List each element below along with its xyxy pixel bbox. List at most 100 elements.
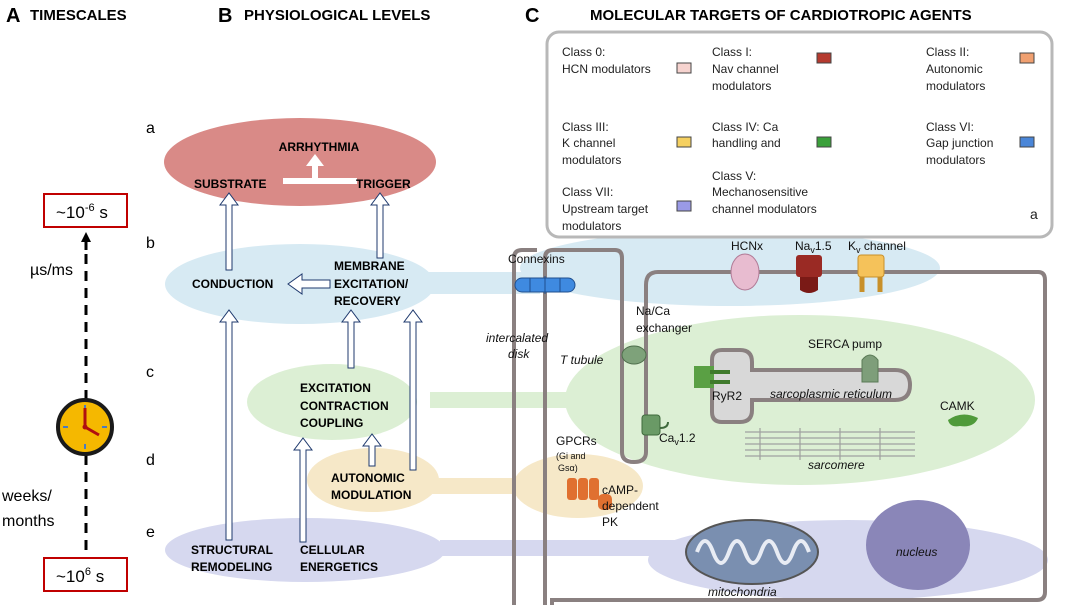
row-letters: a b c d e bbox=[146, 120, 155, 541]
naca-label-2: exchanger bbox=[636, 321, 692, 335]
kv-channel-icon bbox=[857, 254, 885, 292]
serca-label: SERCA pump bbox=[808, 337, 882, 351]
svg-text:Upstream target: Upstream target bbox=[562, 202, 649, 216]
t-tubule-membrane bbox=[550, 270, 1047, 605]
svg-text:Class I:: Class I: bbox=[712, 45, 752, 59]
sarcomere-label: sarcomere bbox=[808, 458, 865, 472]
svg-text:Class V:: Class V: bbox=[712, 169, 756, 183]
legend-swatch-0 bbox=[676, 62, 692, 74]
timescale-top-box bbox=[43, 193, 128, 228]
legend-class-1: Class I: Nav channel modulators bbox=[712, 45, 832, 93]
legend-class-0: Class 0: HCN modulators bbox=[562, 45, 692, 76]
panel-a-letter: A bbox=[6, 5, 20, 27]
left-cell-membrane bbox=[512, 248, 523, 605]
timescale-slow-label-2: months bbox=[2, 513, 54, 530]
legend-classes: Class 0: HCN modulators Class I: Nav cha… bbox=[562, 45, 1038, 233]
svg-text:modulators: modulators bbox=[562, 219, 621, 233]
clock-icon bbox=[56, 398, 114, 456]
structural-ellipse bbox=[165, 518, 445, 582]
panel-a-title: TIMESCALES bbox=[30, 7, 127, 24]
timescale-slow-label-1: weeks/ bbox=[1, 488, 52, 505]
structural-label-2: REMODELING bbox=[191, 560, 272, 574]
svg-text:modulators: modulators bbox=[712, 79, 771, 93]
svg-text:Class III:: Class III: bbox=[562, 120, 609, 134]
sarcomere-icon bbox=[745, 428, 915, 460]
arrow-membrane-to-conduction bbox=[287, 273, 331, 295]
legend-corner-letter: a bbox=[1030, 206, 1038, 222]
svg-text:Class 0:: Class 0: bbox=[562, 45, 605, 59]
svg-text:Autonomic: Autonomic bbox=[926, 62, 983, 76]
ryr2-icon bbox=[694, 366, 730, 388]
legend-swatch-7 bbox=[676, 200, 692, 212]
gpcr-label-1: GPCRs bbox=[556, 434, 597, 448]
legend-swatch-4 bbox=[816, 136, 832, 148]
svg-text:Class VI:: Class VI: bbox=[926, 120, 974, 134]
nav-channel-icon bbox=[796, 255, 822, 293]
panel-c-header: C MOLECULAR TARGETS OF CARDIOTROPIC AGEN… bbox=[525, 5, 972, 27]
legend-swatch-6 bbox=[1019, 136, 1035, 148]
timescale-bottom-box bbox=[43, 557, 128, 592]
arrow-energ-to-ecc bbox=[293, 437, 313, 543]
band-d bbox=[420, 478, 530, 494]
legend-class-7: Class VII: Upstream target modulators bbox=[562, 185, 692, 233]
arrow-struct-to-conduction bbox=[219, 309, 239, 541]
legend-swatch-1 bbox=[816, 52, 832, 64]
ncx-exchanger-icon bbox=[621, 345, 647, 365]
timescale-bottom-label: ~106 s bbox=[56, 566, 104, 586]
membrane-label-1: MEMBRANE bbox=[334, 259, 405, 273]
t-arrow bbox=[283, 154, 357, 184]
panel-b-title: PHYSIOLOGICAL LEVELS bbox=[244, 7, 430, 24]
trigger-label: TRIGGER bbox=[356, 177, 411, 191]
legend-swatch-3 bbox=[676, 136, 692, 148]
cell-labels: Connexins HCNx Nav1.5 Kv channel Na/Ca e… bbox=[486, 239, 975, 599]
arrhythmia-label: ARRHYTHMIA bbox=[279, 140, 360, 154]
svg-text:modulators: modulators bbox=[562, 153, 621, 167]
svg-text:Nav channel: Nav channel bbox=[712, 62, 779, 76]
energetics-label-2: ENERGETICS bbox=[300, 560, 378, 574]
substrate-label: SUBSTRATE bbox=[194, 177, 266, 191]
cav-channel-icon bbox=[641, 414, 669, 436]
row-letter-e: e bbox=[146, 524, 155, 541]
panel-b-header: B PHYSIOLOGICAL LEVELS bbox=[218, 5, 430, 27]
ryr2-label: RyR2 bbox=[712, 389, 742, 403]
ecc-label-3: COUPLING bbox=[300, 416, 363, 430]
svg-text:channel modulators: channel modulators bbox=[712, 202, 817, 216]
energetics-label-1: CELLULAR bbox=[300, 543, 365, 557]
hcnx-label: HCNx bbox=[731, 239, 763, 253]
ecc-label-2: CONTRACTION bbox=[300, 399, 389, 413]
svg-text:handling and: handling and bbox=[712, 136, 781, 150]
mitochondria-label: mitochondria bbox=[708, 585, 777, 599]
legend-class-3: Class III: K channel modulators bbox=[562, 120, 692, 167]
ecc-label-1: EXCITATION bbox=[300, 381, 371, 395]
autonomic-label-1: AUTONOMIC bbox=[331, 471, 405, 485]
svg-text:modulators: modulators bbox=[926, 153, 985, 167]
row-letter-d: d bbox=[146, 452, 155, 469]
svg-text:HCN modulators: HCN modulators bbox=[562, 62, 651, 76]
svg-text:Class VII:: Class VII: bbox=[562, 185, 613, 199]
svg-text:Class II:: Class II: bbox=[926, 45, 969, 59]
connexins-label: Connexins bbox=[508, 252, 565, 266]
gpcr-label-2: (Gi and bbox=[556, 451, 586, 461]
disk-membrane bbox=[543, 248, 624, 605]
camp-label-3: PK bbox=[602, 515, 618, 529]
timescale-fast-label: µs/ms bbox=[30, 262, 73, 279]
intercalated-label-1: intercalated bbox=[486, 331, 548, 345]
structural-label-1: STRUCTURAL bbox=[191, 543, 273, 557]
legend-box bbox=[545, 30, 1054, 239]
arrow-ecc-to-membrane bbox=[341, 309, 361, 369]
timescale-panel: ~10-6 s µs/ms weeks/ months ~106 s bbox=[1, 193, 128, 592]
camk-label: CAMK bbox=[940, 399, 975, 413]
cav-label: Cav1.2 bbox=[659, 431, 696, 447]
svg-text:Gap junction: Gap junction bbox=[926, 136, 993, 150]
band-b bbox=[420, 272, 540, 294]
arrow-auto-to-membrane bbox=[403, 309, 423, 471]
autonomic-label-2: MODULATION bbox=[331, 488, 411, 502]
arrow-auto-to-ecc bbox=[362, 433, 382, 467]
t-tubule-label: T tubule bbox=[560, 353, 604, 367]
svg-text:modulators: modulators bbox=[926, 79, 985, 93]
camk-icon bbox=[948, 414, 978, 427]
row-letter-b: b bbox=[146, 235, 155, 252]
ecc-ellipse bbox=[247, 364, 417, 440]
legend-class-6: Class VI: Gap junction modulators bbox=[926, 120, 1035, 167]
